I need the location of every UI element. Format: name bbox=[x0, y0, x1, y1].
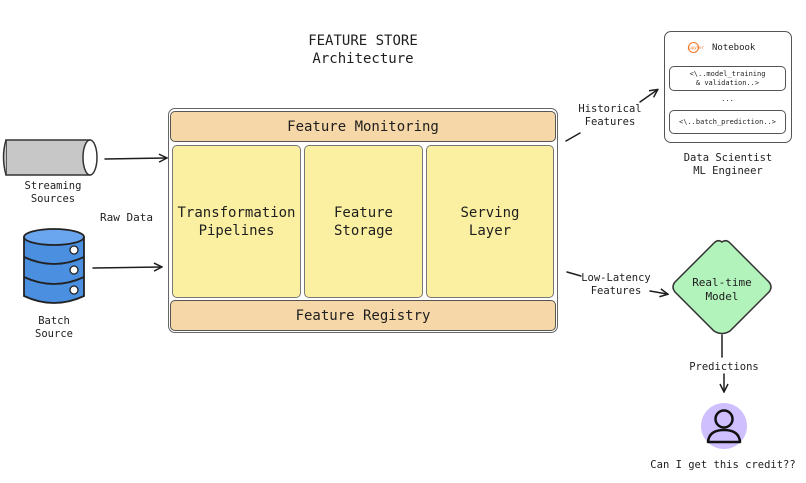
low-latency-arrow-tail bbox=[566, 271, 582, 277]
panel-label-line-2: Layer bbox=[468, 222, 512, 239]
low-latency-arrow bbox=[649, 291, 667, 294]
low-latency-features-label: Low-Latency Features bbox=[574, 272, 658, 298]
notebook-ellipsis: ... bbox=[721, 95, 734, 103]
panel-label-line-2: Pipelines bbox=[198, 222, 275, 239]
historical-line-1: Historical bbox=[578, 103, 642, 115]
jupyter-logo-icon bbox=[688, 42, 699, 53]
realtime-model-label: Real-time Model bbox=[684, 276, 760, 304]
raw-data-label: Raw Data bbox=[100, 211, 153, 224]
historical-arrow bbox=[639, 90, 657, 103]
user-question-caption: Can I get this credit?? bbox=[650, 459, 796, 471]
batch-label-line-1: Batch bbox=[38, 315, 70, 327]
historical-arrow-tail bbox=[565, 132, 581, 142]
batch-source-label: Batch Source bbox=[18, 315, 90, 341]
streaming-arrow bbox=[104, 158, 166, 159]
transformation-pipelines-panel: Transformation Pipelines bbox=[172, 145, 301, 298]
low-latency-line-2: Features bbox=[590, 285, 642, 297]
data-scientist-line-2: ML Engineer bbox=[693, 165, 763, 177]
diagram-title: FEATURE STORE Architecture bbox=[263, 32, 463, 68]
database-icon bbox=[23, 228, 85, 304]
feature-monitoring-bar: Feature Monitoring bbox=[170, 111, 556, 142]
notebook-window bbox=[664, 31, 792, 143]
model-label-line-1: Real-time bbox=[692, 276, 752, 289]
pipe-icon bbox=[2, 139, 98, 176]
notebook-cell-batch-prediction[interactable]: <\..batch_prediction..> bbox=[669, 110, 786, 134]
title-line-2: Architecture bbox=[312, 51, 414, 67]
batch-arrow bbox=[92, 267, 161, 268]
predictions-label: Predictions bbox=[689, 361, 759, 373]
cell-line-1: <\..model_training bbox=[689, 70, 766, 78]
data-scientist-line-1: Data Scientist bbox=[683, 152, 773, 164]
feature-storage-panel: Feature Storage bbox=[304, 145, 423, 298]
feature-registry-bar: Feature Registry bbox=[170, 300, 556, 331]
user-avatar-icon bbox=[701, 403, 747, 449]
historical-features-label: Historical Features bbox=[571, 103, 649, 129]
notebook-cell-training[interactable]: <\..model_training & validation..> bbox=[669, 66, 786, 91]
model-label-line-2: Model bbox=[705, 290, 739, 303]
data-scientist-label: Data Scientist ML Engineer bbox=[664, 152, 792, 178]
jupyter-brand-text: jupyter bbox=[687, 45, 704, 50]
panel-label-line-1: Transformation bbox=[177, 204, 296, 221]
panel-label-line-2: Storage bbox=[333, 222, 393, 239]
cell-line-2: & validation..> bbox=[695, 79, 760, 87]
low-latency-line-1: Low-Latency bbox=[581, 272, 651, 284]
realtime-model-diamond bbox=[672, 239, 772, 335]
panel-label-line-1: Serving bbox=[460, 204, 520, 221]
streaming-sources-label: Streaming Sources bbox=[12, 180, 94, 206]
streaming-label-line-1: Streaming bbox=[24, 180, 82, 192]
historical-line-2: Features bbox=[584, 116, 636, 128]
title-line-1: FEATURE STORE bbox=[308, 33, 418, 49]
notebook-title: Notebook bbox=[712, 43, 756, 53]
panel-label-line-1: Feature bbox=[333, 204, 393, 221]
streaming-label-line-2: Sources bbox=[30, 193, 76, 205]
batch-label-line-2: Source bbox=[35, 328, 73, 340]
serving-layer-panel: Serving Layer bbox=[426, 145, 554, 298]
